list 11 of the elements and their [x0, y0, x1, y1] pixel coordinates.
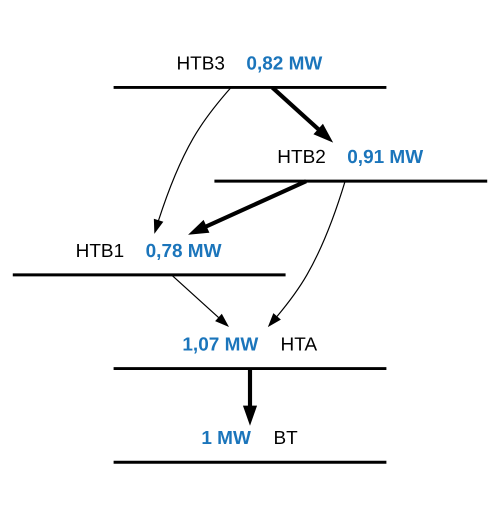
node-text: HTB3 0,82 MW [176, 52, 322, 74]
node-text: HTB1 0,78 MW [76, 240, 222, 262]
arrow [188, 178, 307, 234]
node-text: 1 MW BT [201, 428, 298, 449]
arrow [242, 368, 258, 426]
arrow [154, 86, 232, 234]
node-text: 1,07 MW HTA [182, 334, 318, 356]
arrow [270, 86, 334, 142]
arrow [268, 180, 346, 327]
node-text: HTB2 0,91 MW [277, 146, 424, 168]
arrow [171, 274, 230, 326]
